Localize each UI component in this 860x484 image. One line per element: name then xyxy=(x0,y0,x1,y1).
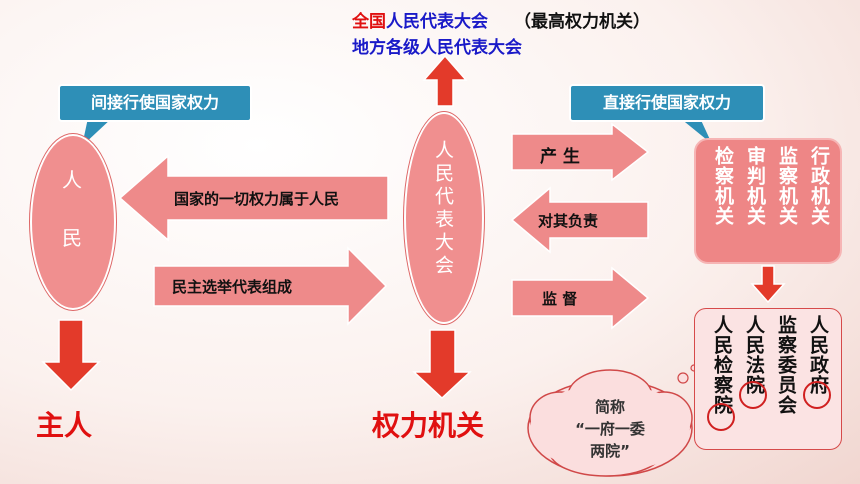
organ-government: 人民政府 xyxy=(807,315,829,395)
produce-label: 产 生 xyxy=(540,147,580,167)
cloud-tail-dot xyxy=(677,372,689,384)
cloud-text: 简称 “一府一委 两院” xyxy=(552,396,668,462)
people-label-top: 人 xyxy=(62,168,82,192)
organ-administrative: 行政机关 xyxy=(808,146,830,226)
indirect-callout: 间接行使国家权力 xyxy=(58,84,252,122)
organs-down-arrow xyxy=(750,265,786,304)
highlight-ring-fu xyxy=(803,381,831,409)
congress-label: 人民代表大会 xyxy=(386,12,488,32)
organ-procuratorate: 人民检察院 xyxy=(711,315,733,415)
accountable-label: 对其负责 xyxy=(538,212,599,230)
local-congress-title: 地方各级人民代表大会 xyxy=(352,38,522,58)
congress-down-arrow xyxy=(412,329,472,400)
elect-arrow xyxy=(153,246,388,326)
organ-procuratorial: 检察机关 xyxy=(712,146,734,226)
congress-label: 人民代表大会 xyxy=(432,140,454,278)
highlight-ring-yuan-procuratorate xyxy=(707,403,735,431)
belongs-arrow xyxy=(118,154,389,242)
accountable-arrow xyxy=(510,186,649,254)
power-organ-label: 权力机关 xyxy=(372,409,485,442)
highest-power-note: （最高权力机关） xyxy=(514,12,650,32)
cloud-line-3: 两院” xyxy=(590,442,630,460)
supervise-label: 监 督 xyxy=(542,290,578,308)
master-label: 主人 xyxy=(36,409,93,442)
indirect-callout-tail xyxy=(82,118,112,146)
highlight-ring-yuan-court xyxy=(739,381,767,409)
people-label-bottom: 民 xyxy=(62,226,82,250)
direct-callout-tail xyxy=(680,118,712,144)
cloud-line-1: 简称 xyxy=(594,398,625,416)
produce-arrow xyxy=(511,122,650,182)
organ-judicial: 审判机关 xyxy=(744,146,766,226)
organ-commission: 监察委员会 xyxy=(775,315,797,415)
elect-label: 民主选举代表组成 xyxy=(172,278,293,296)
people-ellipse: 人 民 xyxy=(30,134,116,310)
people-down-arrow xyxy=(41,319,101,392)
state-organs-box: 行政机关 监察机关 审判机关 检察机关 xyxy=(694,138,842,264)
national-congress-title: 全国人民代表大会 （最高权力机关） xyxy=(352,7,650,32)
belongs-label: 国家的一切权力属于人民 xyxy=(174,190,340,208)
cloud-line-2: “一府一委 xyxy=(575,420,645,438)
organ-names-box: 人民政府 监察委员会 人民法院 人民检察院 xyxy=(694,308,842,450)
congress-ellipse: 人民代表大会 xyxy=(404,112,484,324)
up-arrow xyxy=(422,54,468,107)
organ-court: 人民法院 xyxy=(743,315,765,395)
supervise-arrow xyxy=(511,266,650,330)
direct-callout: 直接行使国家权力 xyxy=(569,84,765,122)
organ-supervisory: 监察机关 xyxy=(776,146,798,226)
national-label: 全国 xyxy=(352,12,386,32)
